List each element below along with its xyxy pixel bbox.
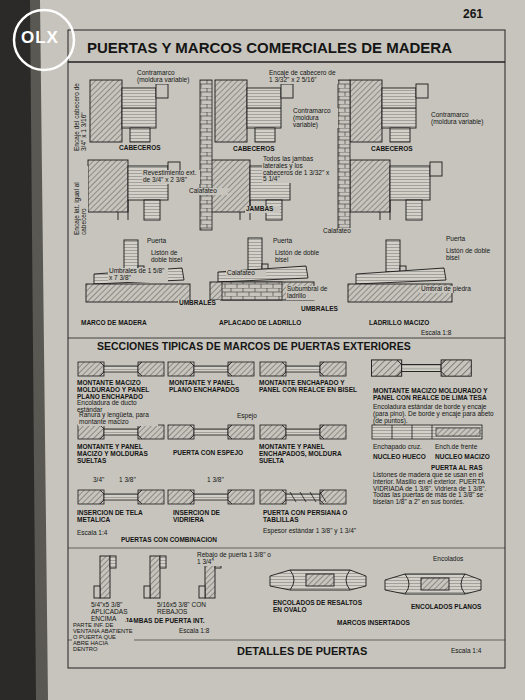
part-label: MARCO DE MADERA xyxy=(80,320,160,327)
part-label: PUERTA CON PERSIANA O TABLILLAS xyxy=(262,510,362,524)
part-label: Enchapado cruz. xyxy=(372,444,428,451)
part-label: Rebajo de puerta 1 3/8" o 1 3/4" xyxy=(196,552,276,566)
part-label: PUERTA CON ESPEJO xyxy=(172,450,252,457)
part-label: Escala 1:8 xyxy=(420,330,464,337)
part-label: Encaje de cabecero de 1 3/32" x 2 5/16" xyxy=(268,70,338,84)
part-label: DETALLES DE PUERTAS xyxy=(236,646,396,658)
part-label: MONTANTE ENCHAPADO Y PANEL CON REALCE EN… xyxy=(258,380,366,394)
part-label: MARCOS INSERTADOS xyxy=(336,620,432,627)
part-label: NUCLEO HUECO xyxy=(372,454,428,461)
part-label: CABECEROS xyxy=(118,145,170,152)
part-label: Calafateo xyxy=(226,270,266,277)
part-label: Puerta xyxy=(272,238,302,245)
part-label: ENCOLADOS DE RESALTOS EN OVALO xyxy=(272,600,372,614)
part-label: Listón de doble bisel xyxy=(445,248,493,262)
part-label: MONTANTE Y PANEL PLANO ENCHAPADOS xyxy=(168,380,254,394)
part-label: 3/4" xyxy=(92,477,114,484)
part-label: Listón de doble bisel xyxy=(150,250,195,264)
part-label: Encolados xyxy=(432,556,482,563)
part-label: Listones de madera que se usan en el int… xyxy=(372,472,500,506)
part-label: Ranura y lengüeta, para montante macizo xyxy=(78,412,158,426)
part-label: Escala 1:4 xyxy=(450,648,496,655)
part-label: 1 3/8" xyxy=(206,477,232,484)
part-label: 5/16x5 3/8" CON REBAJOS xyxy=(156,602,214,616)
part-label: Encaje del cabecero de 3/4" x 1 3/16" xyxy=(74,82,88,152)
part-label: Encaje lat. igual al cabecero xyxy=(74,166,88,236)
part-label: Contramarco (moldura variable) xyxy=(136,70,198,84)
part-label: MONTANTE Y PANEL MACIZO Y MOLDURAS SUELT… xyxy=(76,444,166,464)
part-label: Contramarco (moldura variable) xyxy=(430,112,486,126)
part-label: UMBRALES xyxy=(178,300,220,307)
part-label: UMBRALES xyxy=(300,306,342,313)
part-label: SECCIONES TIPICAS DE MARCOS DE PUERTAS E… xyxy=(96,341,476,352)
page-title: PUERTAS Y MARCOS COMERCIALES DE MADERA xyxy=(86,40,476,56)
part-label: 261 xyxy=(462,8,502,21)
part-label: Contramarco (moldura variable) xyxy=(292,108,338,128)
part-label: Listón de doble bisel xyxy=(274,250,322,264)
part-label: PARTE INF. DE VENTANA ABATIENTE O PUERTA… xyxy=(72,622,134,652)
part-label: MONTANTE MACIZO MOLDURADO Y PANEL PLANO … xyxy=(76,380,166,400)
part-label: INSERCION DE TELA METALICA xyxy=(76,510,164,524)
part-label: PUERTA AL RAS xyxy=(430,465,490,472)
part-label: Espejo xyxy=(236,413,266,420)
part-label: Ench.de frente xyxy=(434,444,490,451)
part-label: Calafateo xyxy=(322,228,362,235)
part-label: APLACADO DE LADRILLO xyxy=(218,320,314,327)
part-label: Puerta xyxy=(146,238,176,245)
part-label: JAMBAS DE PUERTA INT. xyxy=(124,618,224,625)
part-label: Escala 1:8 xyxy=(178,628,222,635)
part-label: 1 3/8" xyxy=(118,477,142,484)
part-label: LADRILLO MACIZO xyxy=(368,320,448,327)
part-label: JAMBAS xyxy=(245,206,280,213)
part-label: Calafateo xyxy=(188,188,228,195)
part-label: Escala 1:4 xyxy=(76,530,116,537)
part-label: NUCLEO MACIZO xyxy=(434,454,494,461)
part-label: Umbrales de 1 5/8" x 7 3/8" xyxy=(108,268,168,282)
part-label: Subumbral de ladrillo xyxy=(286,286,334,300)
part-label: Espesor estándar 1 3/8" y 1 3/4" xyxy=(262,528,362,535)
watermark: OLX xyxy=(20,29,72,47)
part-label: Umbral de piedra xyxy=(420,286,480,293)
part-label: Encoladura estándar de borde y encaje (p… xyxy=(372,404,500,424)
part-label: MONTANTE MACIZO MOLDURADO Y PANEL CON RE… xyxy=(372,388,494,402)
part-label: MONTANTE Y PANEL ENCHAPADOS, MOLDURA SUE… xyxy=(258,444,366,464)
part-label: Revestimiento ext. de 3/4" x 2 3/8" xyxy=(142,170,200,184)
part-label: PUERTAS CON COMBINACION xyxy=(120,537,230,544)
part-label: INSERCION DE VIDRIERA xyxy=(172,510,252,524)
part-label: ENCOLADOS PLANOS xyxy=(410,604,490,611)
part-label: CABECEROS xyxy=(370,146,422,153)
part-label: Puerta xyxy=(445,236,475,243)
part-label: CABECEROS xyxy=(232,146,282,153)
part-label: Todos las jambas laterales y los cabecer… xyxy=(262,156,334,183)
